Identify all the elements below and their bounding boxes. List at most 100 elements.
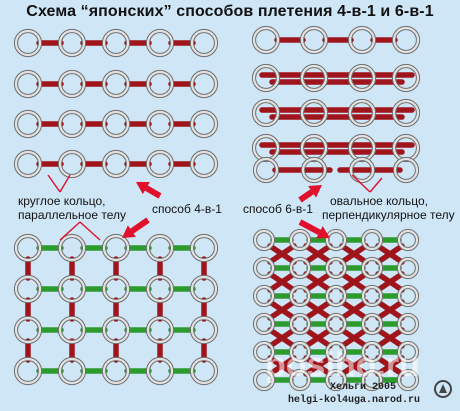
round-ring-highlight bbox=[190, 316, 218, 344]
round-ring-highlight bbox=[392, 64, 420, 92]
round-ring-highlight bbox=[102, 29, 130, 57]
round-ring-highlight bbox=[348, 99, 376, 127]
round-ring-highlight bbox=[289, 341, 311, 363]
round-ring-highlight bbox=[361, 257, 383, 279]
round-ring-highlight bbox=[190, 234, 218, 262]
round-ring-highlight bbox=[253, 285, 275, 307]
red-link bbox=[339, 355, 369, 377]
red-link bbox=[303, 243, 333, 265]
red-link bbox=[375, 355, 405, 377]
round-ring-highlight bbox=[253, 257, 275, 279]
round-ring-highlight bbox=[190, 150, 218, 178]
round-ring-highlight bbox=[14, 29, 42, 57]
round-ring-highlight bbox=[58, 234, 86, 262]
label-oval-ring-line2: перпендикулярное телу bbox=[322, 208, 455, 222]
round-ring-highlight bbox=[348, 26, 376, 54]
round-ring-highlight bbox=[325, 257, 347, 279]
red-link bbox=[303, 299, 333, 321]
round-ring-highlight bbox=[14, 357, 42, 385]
round-ring-highlight bbox=[102, 70, 130, 98]
round-ring-highlight bbox=[289, 285, 311, 307]
round-ring-highlight bbox=[252, 134, 280, 162]
watermark: posiho.ru bbox=[265, 346, 420, 384]
round-ring-highlight bbox=[325, 369, 347, 391]
red-link bbox=[267, 243, 297, 265]
round-ring-highlight bbox=[393, 157, 419, 183]
round-ring-highlight bbox=[252, 64, 280, 92]
round-ring-highlight bbox=[14, 110, 42, 138]
red-link bbox=[267, 299, 297, 321]
round-ring-highlight bbox=[58, 316, 86, 344]
red-link bbox=[267, 355, 297, 377]
pointer-round-ring bbox=[47, 174, 61, 193]
logo-icon bbox=[434, 380, 452, 398]
round-ring-highlight bbox=[252, 99, 280, 127]
red-link bbox=[339, 243, 369, 265]
red-link bbox=[267, 327, 297, 349]
label-oval-ring-line1: овальное кольцо, bbox=[330, 194, 428, 208]
round-ring-highlight bbox=[325, 229, 347, 251]
arrow-6in1-down-head bbox=[316, 226, 330, 239]
round-ring-highlight bbox=[146, 234, 174, 262]
diagram-title: Схема “японских” способов плетения 4-в-1… bbox=[26, 3, 434, 20]
round-ring-highlight bbox=[14, 150, 42, 178]
round-ring-highlight bbox=[190, 357, 218, 385]
credit-site: helgi-kol4uga.narod.ru bbox=[288, 395, 421, 406]
red-link bbox=[339, 327, 369, 349]
round-ring-highlight bbox=[146, 357, 174, 385]
round-ring-highlight bbox=[300, 64, 328, 92]
red-link bbox=[303, 327, 333, 349]
red-link bbox=[339, 271, 369, 293]
pointer-round-ring-grid-2 bbox=[79, 221, 101, 241]
round-ring-highlight bbox=[289, 257, 311, 279]
label-method-4in1: способ 4-в-1 bbox=[152, 202, 222, 216]
red-link bbox=[375, 299, 405, 321]
pointer-round-ring-2 bbox=[59, 174, 71, 193]
arrow-4in1-up-head bbox=[136, 182, 150, 195]
round-ring-highlight bbox=[102, 275, 130, 303]
round-ring-highlight bbox=[102, 110, 130, 138]
credit-author: Хельги 2005 bbox=[330, 382, 397, 393]
round-ring-highlight bbox=[253, 313, 275, 335]
red-link bbox=[375, 271, 405, 293]
round-ring-highlight bbox=[300, 99, 328, 127]
round-ring-highlight bbox=[392, 26, 420, 54]
round-ring-highlight bbox=[58, 357, 86, 385]
round-ring-highlight bbox=[397, 369, 419, 391]
round-ring-highlight bbox=[58, 110, 86, 138]
round-ring-highlight bbox=[146, 275, 174, 303]
round-ring-highlight bbox=[58, 70, 86, 98]
label-round-ring-line1: круглое кольцо, bbox=[18, 194, 106, 208]
round-ring-highlight bbox=[253, 369, 275, 391]
round-ring-highlight bbox=[361, 285, 383, 307]
round-ring-highlight bbox=[14, 275, 42, 303]
round-ring-highlight bbox=[58, 29, 86, 57]
round-ring-highlight bbox=[146, 316, 174, 344]
round-ring-highlight bbox=[14, 234, 42, 262]
round-ring-highlight bbox=[102, 234, 130, 262]
round-ring-highlight bbox=[300, 26, 328, 54]
red-link bbox=[303, 355, 333, 377]
arrow-6in1-up-head bbox=[308, 185, 322, 198]
round-ring-highlight bbox=[289, 369, 311, 391]
round-ring-highlight bbox=[361, 229, 383, 251]
round-ring-highlight bbox=[102, 357, 130, 385]
arrow-6in1-up-shaft bbox=[298, 189, 314, 203]
pointer-oval-ring bbox=[351, 174, 371, 193]
round-ring-highlight bbox=[58, 275, 86, 303]
round-ring-highlight bbox=[190, 29, 218, 57]
round-ring-highlight bbox=[348, 134, 376, 162]
round-ring-highlight bbox=[146, 29, 174, 57]
round-ring-highlight bbox=[253, 229, 275, 251]
round-ring-highlight bbox=[14, 70, 42, 98]
round-ring-highlight bbox=[102, 316, 130, 344]
red-link bbox=[339, 299, 369, 321]
round-ring-highlight bbox=[253, 341, 275, 363]
round-ring-highlight bbox=[252, 26, 280, 54]
arrow-4in1-up-shaft bbox=[144, 185, 162, 199]
round-ring-highlight bbox=[361, 313, 383, 335]
pointer-oval-ring-2 bbox=[369, 177, 383, 193]
round-ring-highlight bbox=[361, 369, 383, 391]
round-ring-highlight bbox=[102, 150, 130, 178]
